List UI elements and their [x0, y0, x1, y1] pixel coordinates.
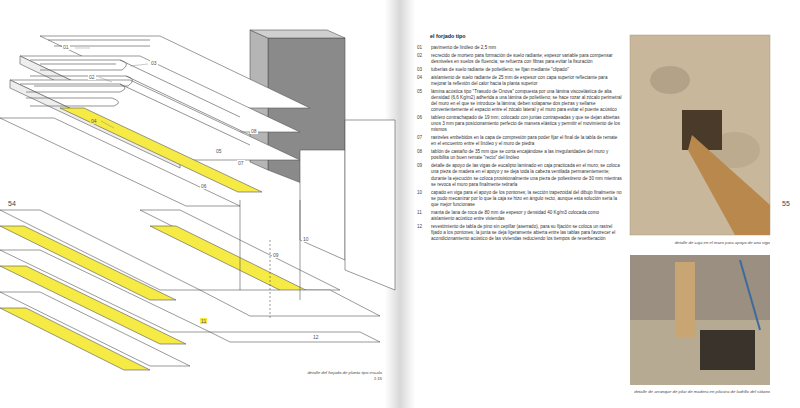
callout-number: 09 [272, 252, 280, 258]
item-text: tuberías de suelo radiante de polietilen… [431, 67, 623, 73]
callout-number: 01 [62, 44, 70, 50]
figure-caption: detalle del forjado de planta tipo escal… [300, 370, 382, 381]
page-number: 55 [782, 200, 790, 207]
list-item: 08tablón de castaño de 35 mm que se cort… [417, 149, 623, 161]
leader-lines [75, 48, 90, 49]
joists-and-insulation [300, 200, 301, 300]
stone-wall [300, 150, 345, 260]
photo-pillar-base [630, 255, 770, 385]
item-text: tablón de castaño de 35 mm que se corta … [431, 149, 623, 161]
item-text: tablero contrachapado de 19 mm; colocado… [431, 115, 623, 134]
callout-number: 11 [200, 318, 207, 324]
photo-beam-in-wall [630, 35, 770, 235]
radiant-pipes [20, 84, 125, 106]
photo-beam-in-wall [688, 135, 770, 235]
list-item: 09detalle de apoyo de las vigas de eucal… [417, 163, 623, 188]
callout-number: 02 [88, 74, 96, 80]
callout-number: 12 [312, 334, 320, 340]
list-item: 02recrecido de mortero para formación de… [417, 53, 623, 65]
item-text: rastreles embebidos en la capa de compre… [431, 135, 623, 147]
photo-pillar-base [700, 330, 755, 370]
photo-beam-in-wall [650, 66, 690, 94]
callout-number: 10 [302, 236, 310, 242]
leader-lines [75, 48, 148, 128]
leader-lines [99, 77, 112, 82]
item-text: capado en viga para el apoyo de los pont… [431, 190, 623, 209]
list-item: 11manta de lana de roca de 80 mm de espe… [417, 210, 623, 222]
photo-pillar-base [675, 262, 695, 337]
item-text: detalle de apoyo de las vigas de eucalip… [431, 163, 623, 188]
callout-number: 03 [150, 60, 158, 66]
item-number: 01 [417, 45, 431, 51]
stone-wall [345, 120, 395, 290]
item-number: 06 [417, 115, 431, 134]
joists-and-insulation [0, 308, 150, 370]
list-item: 01pavimento de linóleo de 2,5 mm [417, 45, 623, 51]
joists-and-insulation [0, 200, 380, 370]
list-item: 12revestimiento de tabla de pino sin cep… [417, 224, 623, 243]
item-text: manta de lana de roca de 80 mm de espeso… [431, 210, 623, 222]
list-item: 05lámina acústica tipo "Trasudo de Onova… [417, 89, 623, 114]
item-number: 05 [417, 89, 431, 114]
section-title: el forjado tipo [430, 33, 466, 39]
callout-number: 08 [250, 128, 258, 134]
item-text: pavimento de linóleo de 2,5 mm [431, 45, 623, 51]
radiant-pipes [30, 60, 133, 86]
item-number: 07 [417, 135, 431, 147]
photo-pillar-base [630, 255, 770, 385]
item-text: aislamiento de suelo radiante de 25 mm d… [431, 75, 623, 87]
list-item: 10capado en viga para el apoyo de los po… [417, 190, 623, 209]
photo-pillar-base [740, 260, 760, 330]
joists-and-insulation [210, 332, 380, 342]
photo-beam-in-wall [630, 35, 770, 235]
item-number: 02 [417, 53, 431, 65]
item-text: recrecido de mortero para formación de s… [431, 53, 623, 65]
item-number: 10 [417, 190, 431, 209]
page-number: 54 [8, 200, 16, 207]
photo-pillar-base [630, 320, 770, 385]
item-number: 11 [417, 210, 431, 222]
radiant-pipes [20, 40, 250, 145]
item-number: 08 [417, 149, 431, 161]
joists-and-insulation [200, 290, 380, 316]
list-item: 07rastreles embebidos en la capa de comp… [417, 135, 623, 147]
radiant-floor-layers [0, 118, 240, 206]
item-text: lámina acústica tipo "Trasudo de Onova" … [431, 89, 623, 114]
item-number: 03 [417, 67, 431, 73]
item-number: 09 [417, 163, 431, 188]
item-number: 04 [417, 75, 431, 87]
joists-and-insulation [240, 200, 241, 290]
callout-number: 06 [200, 183, 208, 189]
item-text: revestimiento de tabla de pino sin cepil… [431, 224, 623, 243]
photo-beam-in-wall [630, 35, 770, 235]
joists-and-insulation [270, 240, 271, 320]
leader-lines [130, 64, 148, 66]
legend-list: 01pavimento de linóleo de 2,5 mm02recrec… [417, 45, 623, 244]
list-item: 03tuberías de suelo radiante de polietil… [417, 67, 623, 73]
callout-number: 07 [237, 160, 245, 166]
radiant-floor-layers [0, 36, 310, 206]
callout-number: 05 [215, 148, 223, 154]
callout-number: 04 [90, 118, 98, 124]
radiant-pipes [120, 60, 250, 145]
photo-caption: detalle de caja en el muro para apoyo de… [630, 240, 770, 246]
leader-lines [101, 121, 114, 128]
photo-caption: detalle de arranque de pilar de madera e… [630, 389, 770, 395]
item-number: 12 [417, 224, 431, 243]
list-item: 06tablero contrachapado de 19 mm; coloca… [417, 115, 623, 134]
stone-wall [250, 30, 345, 38]
list-item: 04aislamiento de suelo radiante de 25 mm… [417, 75, 623, 87]
